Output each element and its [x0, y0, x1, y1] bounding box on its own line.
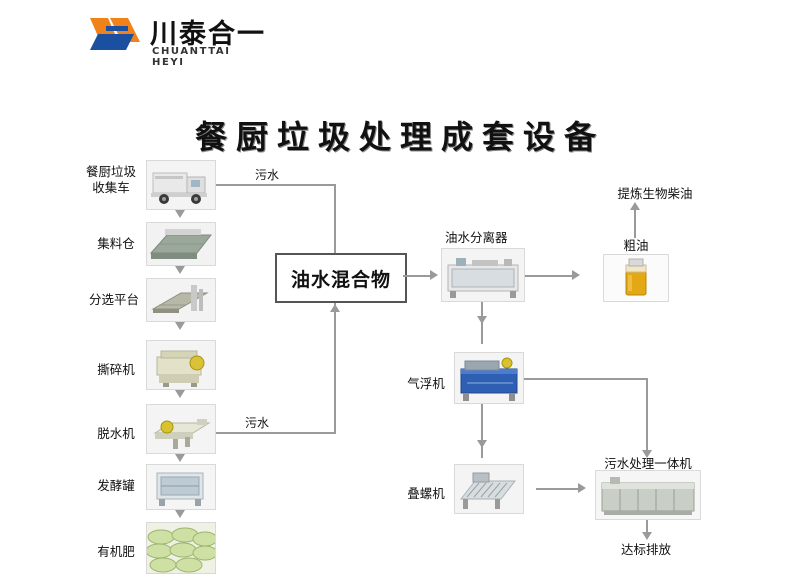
edge-flotation-to-integrated-h [524, 378, 648, 380]
arrow-into-mix-box [330, 304, 340, 312]
arrow-flotation-to-integrated [642, 450, 652, 458]
arrow-separator-to-crude-oil [572, 270, 580, 280]
arrow-fermentation-to-fertilizer [175, 510, 185, 518]
edge-truck-to-mix-h [216, 184, 336, 186]
center-node-label: 油水混合物 [290, 268, 391, 291]
edge-dewatering-to-mix-v [334, 312, 336, 434]
arrow-integrated-to-discharge [642, 532, 652, 540]
photo-sorting-platform [146, 278, 216, 322]
photo-crude-oil-jar [603, 254, 669, 302]
edge-mix-to-separator [403, 275, 431, 277]
label-organic-fertilizer: 有机肥 [97, 544, 135, 559]
photo-organic-fertilizer [146, 522, 216, 574]
label-crude-oil: 粗油 [623, 238, 649, 253]
photo-integrated-sewage-treatment [595, 470, 701, 520]
edge-separator-to-crude-oil [525, 275, 573, 277]
label-shredder: 撕碎机 [97, 362, 135, 377]
label-air-flotation-machine: 气浮机 [407, 376, 445, 391]
photo-shredder [146, 340, 216, 390]
label-compliant-discharge: 达标排放 [620, 542, 671, 557]
edge-truck-to-mix-v [334, 184, 336, 312]
edge-flotation-to-integrated-v [646, 378, 648, 456]
edge-crude-oil-to-biodiesel [634, 208, 636, 238]
arrow-separator-to-flotation [477, 316, 487, 324]
photo-oil-water-separator [441, 248, 525, 302]
label-biodiesel-refining: 提炼生物柴油 [617, 186, 693, 201]
label-fermentation-tank: 发酵罐 [97, 478, 135, 493]
label-sorting-platform: 分选平台 [88, 292, 139, 307]
sewage-label-top: 污水 [255, 168, 280, 182]
arrow-dewatering-to-fermentation [175, 454, 185, 462]
logo-company-name-en: CHUANTTAI HEYI [152, 46, 231, 68]
center-node-oil-water-mixture: 油水混合物 [275, 253, 407, 303]
arrow-screwpress-to-integrated [578, 483, 586, 493]
label-garbage-truck: 餐厨垃圾 收集车 [85, 164, 136, 195]
sewage-label-bottom: 污水 [245, 416, 270, 430]
edge-screwpress-to-integrated [536, 488, 580, 490]
page-title: 餐厨垃圾处理成套设备 [194, 118, 605, 156]
photo-fermentation-tank [146, 464, 216, 510]
label-screw-press-machine: 叠螺机 [407, 486, 445, 501]
arrow-flotation-to-screwpress [477, 440, 487, 448]
logo-company-name-cn: 川泰合一 [150, 19, 266, 50]
photo-collection-bin [146, 222, 216, 266]
arrow-sorting-to-shredder [175, 322, 185, 330]
edge-integrated-to-discharge [646, 520, 648, 538]
arrow-bin-to-sorting [175, 266, 185, 274]
chuanttai-heyi-mark-icon [90, 18, 140, 50]
arrow-shredder-to-dewatering [175, 390, 185, 398]
edge-flotation-to-screwpress [481, 404, 483, 458]
label-collection-bin: 集料仓 [97, 236, 135, 251]
photo-air-flotation-machine [454, 352, 524, 404]
arrow-crude-oil-to-biodiesel [630, 202, 640, 210]
photo-garbage-truck [146, 160, 216, 210]
arrow-truck-to-bin [175, 210, 185, 218]
photo-screw-press-machine [454, 464, 524, 514]
company-logo: 川泰合一 CHUANTTAI HEYI [88, 8, 268, 68]
photo-dewatering-machine [146, 404, 216, 454]
label-integrated-sewage-treatment: 污水处理一体机 [604, 456, 692, 471]
arrow-mix-to-separator [430, 270, 438, 280]
edge-dewatering-to-mix-h [216, 432, 336, 434]
label-dewatering-machine: 脱水机 [97, 426, 135, 441]
label-oil-water-separator: 油水分离器 [445, 230, 508, 245]
